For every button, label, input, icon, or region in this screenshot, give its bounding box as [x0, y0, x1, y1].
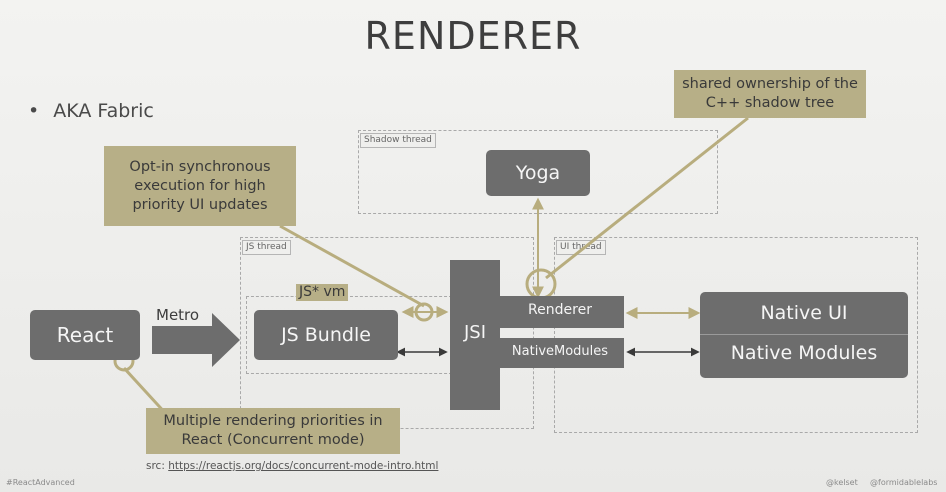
slide-title: RENDERER	[364, 14, 582, 58]
note-multiple-priorities: Multiple rendering priorities in React (…	[146, 408, 400, 454]
shadow-thread-label: Shadow thread	[360, 133, 436, 148]
jsi-block	[450, 260, 500, 410]
native-ui-label: Native UI	[760, 302, 848, 324]
native-modules-bar-label: NativeModules	[511, 344, 609, 359]
note-opt-in-line1: Opt-in synchronous	[129, 158, 271, 175]
source-prefix: src:	[146, 460, 165, 472]
footer-handle-2: @formidablelabs	[870, 478, 938, 487]
source-link[interactable]: https://reactjs.org/docs/concurrent-mode…	[168, 460, 439, 472]
js-bundle-box: JS Bundle	[254, 310, 398, 360]
leader-opt-in	[279, 224, 425, 308]
jsi-bar-top	[496, 296, 624, 328]
ui-thread-region	[554, 237, 918, 433]
note-shared-ownership: shared ownership of the C++ shadow tree	[674, 70, 866, 118]
native-box-divider	[700, 334, 908, 335]
bullet-aka-fabric: • AKA Fabric	[28, 100, 154, 122]
ui-thread-label: UI thread	[556, 240, 606, 255]
js-thread-label: JS thread	[242, 240, 291, 255]
footer-handle-1: @kelset	[826, 478, 858, 487]
note-opt-in-line2: execution for high	[134, 177, 266, 194]
leader-shared	[545, 116, 749, 280]
highlight-circle-renderer	[525, 268, 557, 300]
note-multiple-line1: Multiple rendering priorities in	[163, 413, 383, 429]
js-vm-label: JS* vm	[296, 284, 349, 301]
note-opt-in-line3: priority UI updates	[132, 196, 268, 213]
metro-arrow	[152, 313, 240, 367]
bullet-text: AKA Fabric	[53, 100, 154, 122]
renderer-label: Renderer	[528, 302, 592, 318]
native-box	[700, 292, 908, 378]
note-opt-in: Opt-in synchronous execution for high pr…	[104, 146, 296, 226]
react-box: React	[30, 310, 140, 360]
bullet-dot: •	[28, 100, 40, 122]
note-shared-line1: shared ownership of the	[682, 76, 858, 92]
yoga-box: Yoga	[486, 150, 590, 196]
note-shared-line2: C++ shadow tree	[705, 95, 835, 111]
jsi-label: JSI	[463, 322, 487, 343]
footer-hashtag: #ReactAdvanced	[6, 478, 75, 487]
note-multiple-line2: React (Concurrent mode)	[181, 432, 365, 448]
metro-label: Metro	[156, 306, 200, 324]
jsi-bar-bottom	[496, 338, 624, 368]
source-line: src: https://reactjs.org/docs/concurrent…	[146, 460, 438, 472]
native-modules-label: Native Modules	[730, 342, 878, 364]
